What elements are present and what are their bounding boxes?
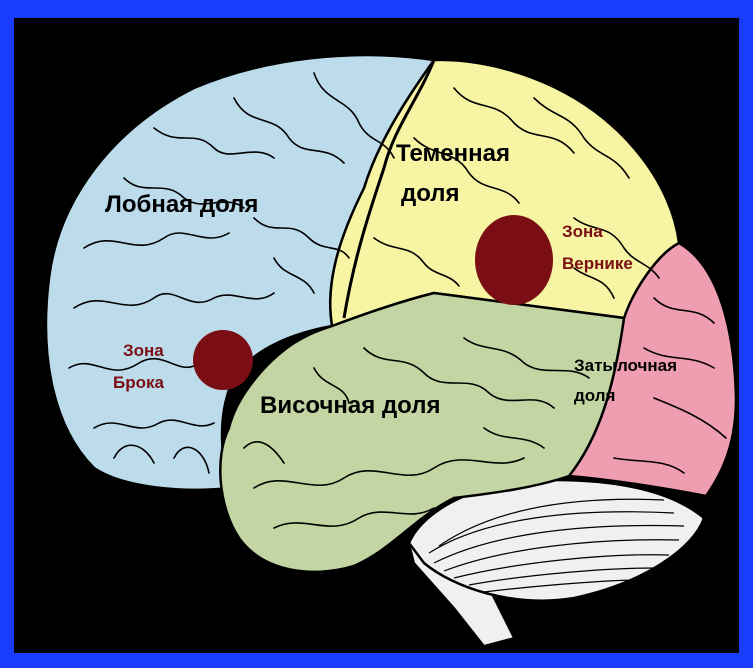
parietal-lobe-label-line2: доля [401,180,460,207]
wernicke-label-line1: Зона [562,222,603,241]
diagram-frame: Лобная доля Теменная доля Височная доля … [14,18,739,653]
broca-label-line2: Брока [113,373,164,392]
occipital-lobe-label-line2: доля [574,386,615,405]
wernicke-area-marker [475,215,553,305]
temporal-lobe-label: Височная доля [260,392,441,419]
wernicke-label-line2: Вернике [562,254,633,273]
broca-area-marker [193,330,253,390]
occipital-lobe-label-line1: Затылочная [574,356,677,375]
broca-label-line1: Зона [123,341,164,360]
parietal-lobe-label-line1: Теменная [396,140,510,167]
frontal-lobe-label: Лобная доля [105,191,258,218]
brain-diagram: Лобная доля Теменная доля Височная доля … [14,18,739,653]
